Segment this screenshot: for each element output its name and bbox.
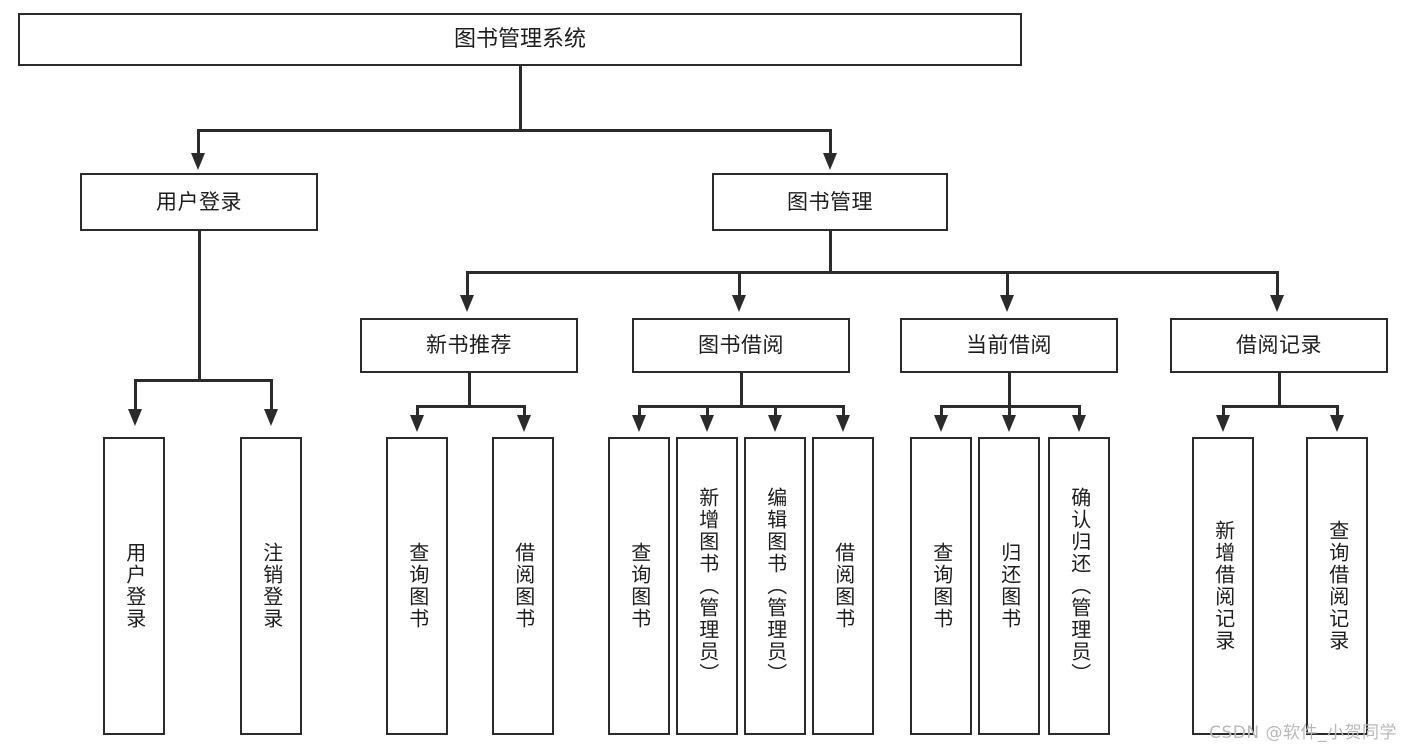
connector-root-stem <box>519 66 522 131</box>
connector-currentborrow-bus <box>940 405 1081 408</box>
node-label: 确认归还（管理员） <box>1067 487 1092 685</box>
node-label: 当前借阅 <box>966 333 1052 358</box>
leaf-newbook-borrow-book[interactable]: 借阅图书 <box>492 437 554 735</box>
arrow-borrowbook-leaf-2 <box>700 415 714 432</box>
connector-currentborrow-stem <box>1008 373 1011 407</box>
arrow-userlogin-leaf-1 <box>128 409 142 426</box>
connector-newbook-drop-2 <box>523 405 526 417</box>
arrow-borrowbook-leaf-1 <box>632 415 646 432</box>
connector-root-bus <box>197 129 832 132</box>
node-label: 借阅记录 <box>1236 333 1322 358</box>
arrow-borrowrecord-leaf-2 <box>1330 415 1344 432</box>
connector-borrowrecord-stem <box>1278 373 1281 407</box>
leaf-borrow-edit-book-admin[interactable]: 编辑图书（管理员） <box>744 437 806 735</box>
connector-userlogin-drop-1 <box>134 379 137 411</box>
leaf-record-query-record[interactable]: 查询借阅记录 <box>1306 437 1368 735</box>
connector-borrowbook-drop-3 <box>774 405 777 417</box>
connector-userlogin-drop-2 <box>270 379 273 411</box>
leaf-borrow-borrow-book[interactable]: 借阅图书 <box>812 437 874 735</box>
node-label: 图书管理系统 <box>453 26 586 52</box>
connector-currentborrow-drop-1 <box>940 405 943 417</box>
connector-newbook-bus <box>416 405 526 408</box>
connector-root-to-bookmgmt <box>829 129 832 155</box>
connector-bookmgmt-stem <box>829 231 832 273</box>
connector-borrowbook-stem <box>740 373 743 407</box>
arrow-newbook-leaf-1 <box>410 415 424 432</box>
connector-borrowrecord-bus <box>1222 405 1338 408</box>
leaf-newbook-query-book[interactable]: 查询图书 <box>386 437 448 735</box>
watermark: CSDN @软件_小贺同学 <box>1209 723 1397 743</box>
arrow-newbook-leaf-2 <box>517 415 531 432</box>
arrow-borrowbook-leaf-4 <box>836 415 850 432</box>
connector-bookmgmt-drop-4 <box>1276 271 1279 297</box>
leaf-current-confirm-return-admin[interactable]: 确认归还（管理员） <box>1048 437 1110 735</box>
connector-bookmgmt-bus <box>466 271 1279 274</box>
connector-userlogin-stem <box>198 231 201 381</box>
node-current-borrow[interactable]: 当前借阅 <box>900 318 1118 373</box>
connector-borrowbook-bus <box>638 405 845 408</box>
connector-bookmgmt-drop-1 <box>466 271 469 297</box>
node-label: 新书推荐 <box>426 333 512 358</box>
node-new-book-recommend[interactable]: 新书推荐 <box>360 318 578 373</box>
connector-currentborrow-drop-2 <box>1008 405 1011 417</box>
node-label: 借阅图书 <box>831 542 856 630</box>
arrow-to-userlogin <box>191 153 205 170</box>
node-label: 新增图书（管理员） <box>695 487 720 685</box>
leaf-current-query-book[interactable]: 查询图书 <box>910 437 972 735</box>
connector-borrowbook-drop-1 <box>638 405 641 417</box>
arrow-userlogin-leaf-2 <box>264 409 278 426</box>
node-label: 查询图书 <box>405 542 430 630</box>
node-label: 借阅图书 <box>511 542 536 630</box>
connector-currentborrow-drop-3 <box>1078 405 1081 417</box>
connector-borrowbook-drop-4 <box>842 405 845 417</box>
arrow-to-new-book <box>460 295 474 312</box>
connector-root-to-userlogin <box>197 129 200 155</box>
leaf-record-add-record[interactable]: 新增借阅记录 <box>1192 437 1254 735</box>
node-book-management[interactable]: 图书管理 <box>712 173 948 231</box>
connector-borrowbook-drop-2 <box>706 405 709 417</box>
arrow-borrowrecord-leaf-1 <box>1216 415 1230 432</box>
node-label: 用户登录 <box>156 189 242 214</box>
node-label: 编辑图书（管理员） <box>763 487 788 685</box>
leaf-borrow-add-book-admin[interactable]: 新增图书（管理员） <box>676 437 738 735</box>
arrow-to-borrow-book <box>732 295 746 312</box>
connector-bookmgmt-drop-3 <box>1006 271 1009 297</box>
connector-userlogin-bus <box>134 379 273 382</box>
leaf-user-login[interactable]: 用户登录 <box>103 437 165 735</box>
arrow-to-bookmgmt <box>823 153 837 170</box>
connector-newbook-stem <box>468 373 471 407</box>
connector-bookmgmt-drop-2 <box>738 271 741 297</box>
arrow-to-borrow-record <box>1270 295 1284 312</box>
leaf-borrow-query-book[interactable]: 查询图书 <box>608 437 670 735</box>
node-user-login[interactable]: 用户登录 <box>80 173 318 231</box>
node-label: 用户登录 <box>122 542 147 630</box>
node-label: 查询图书 <box>929 542 954 630</box>
arrow-to-current-borrow <box>1000 295 1014 312</box>
arrow-borrowbook-leaf-3 <box>768 415 782 432</box>
node-label: 注销登录 <box>259 542 284 630</box>
leaf-logout[interactable]: 注销登录 <box>240 437 302 735</box>
node-label: 查询图书 <box>627 542 652 630</box>
connector-borrowrecord-drop-2 <box>1336 405 1339 417</box>
arrow-currentborrow-leaf-1 <box>934 415 948 432</box>
node-label: 图书管理 <box>787 189 873 214</box>
node-borrow-record[interactable]: 借阅记录 <box>1170 318 1388 373</box>
node-label: 归还图书 <box>997 542 1022 630</box>
connector-newbook-drop-1 <box>416 405 419 417</box>
arrow-currentborrow-leaf-2 <box>1002 415 1016 432</box>
arrow-currentborrow-leaf-3 <box>1072 415 1086 432</box>
node-label: 新增借阅记录 <box>1211 520 1236 652</box>
node-label: 查询借阅记录 <box>1325 520 1350 652</box>
connector-borrowrecord-drop-1 <box>1222 405 1225 417</box>
node-root-system[interactable]: 图书管理系统 <box>18 13 1022 66</box>
node-book-borrow[interactable]: 图书借阅 <box>632 318 850 373</box>
node-label: 图书借阅 <box>698 333 784 358</box>
leaf-current-return-book[interactable]: 归还图书 <box>978 437 1040 735</box>
